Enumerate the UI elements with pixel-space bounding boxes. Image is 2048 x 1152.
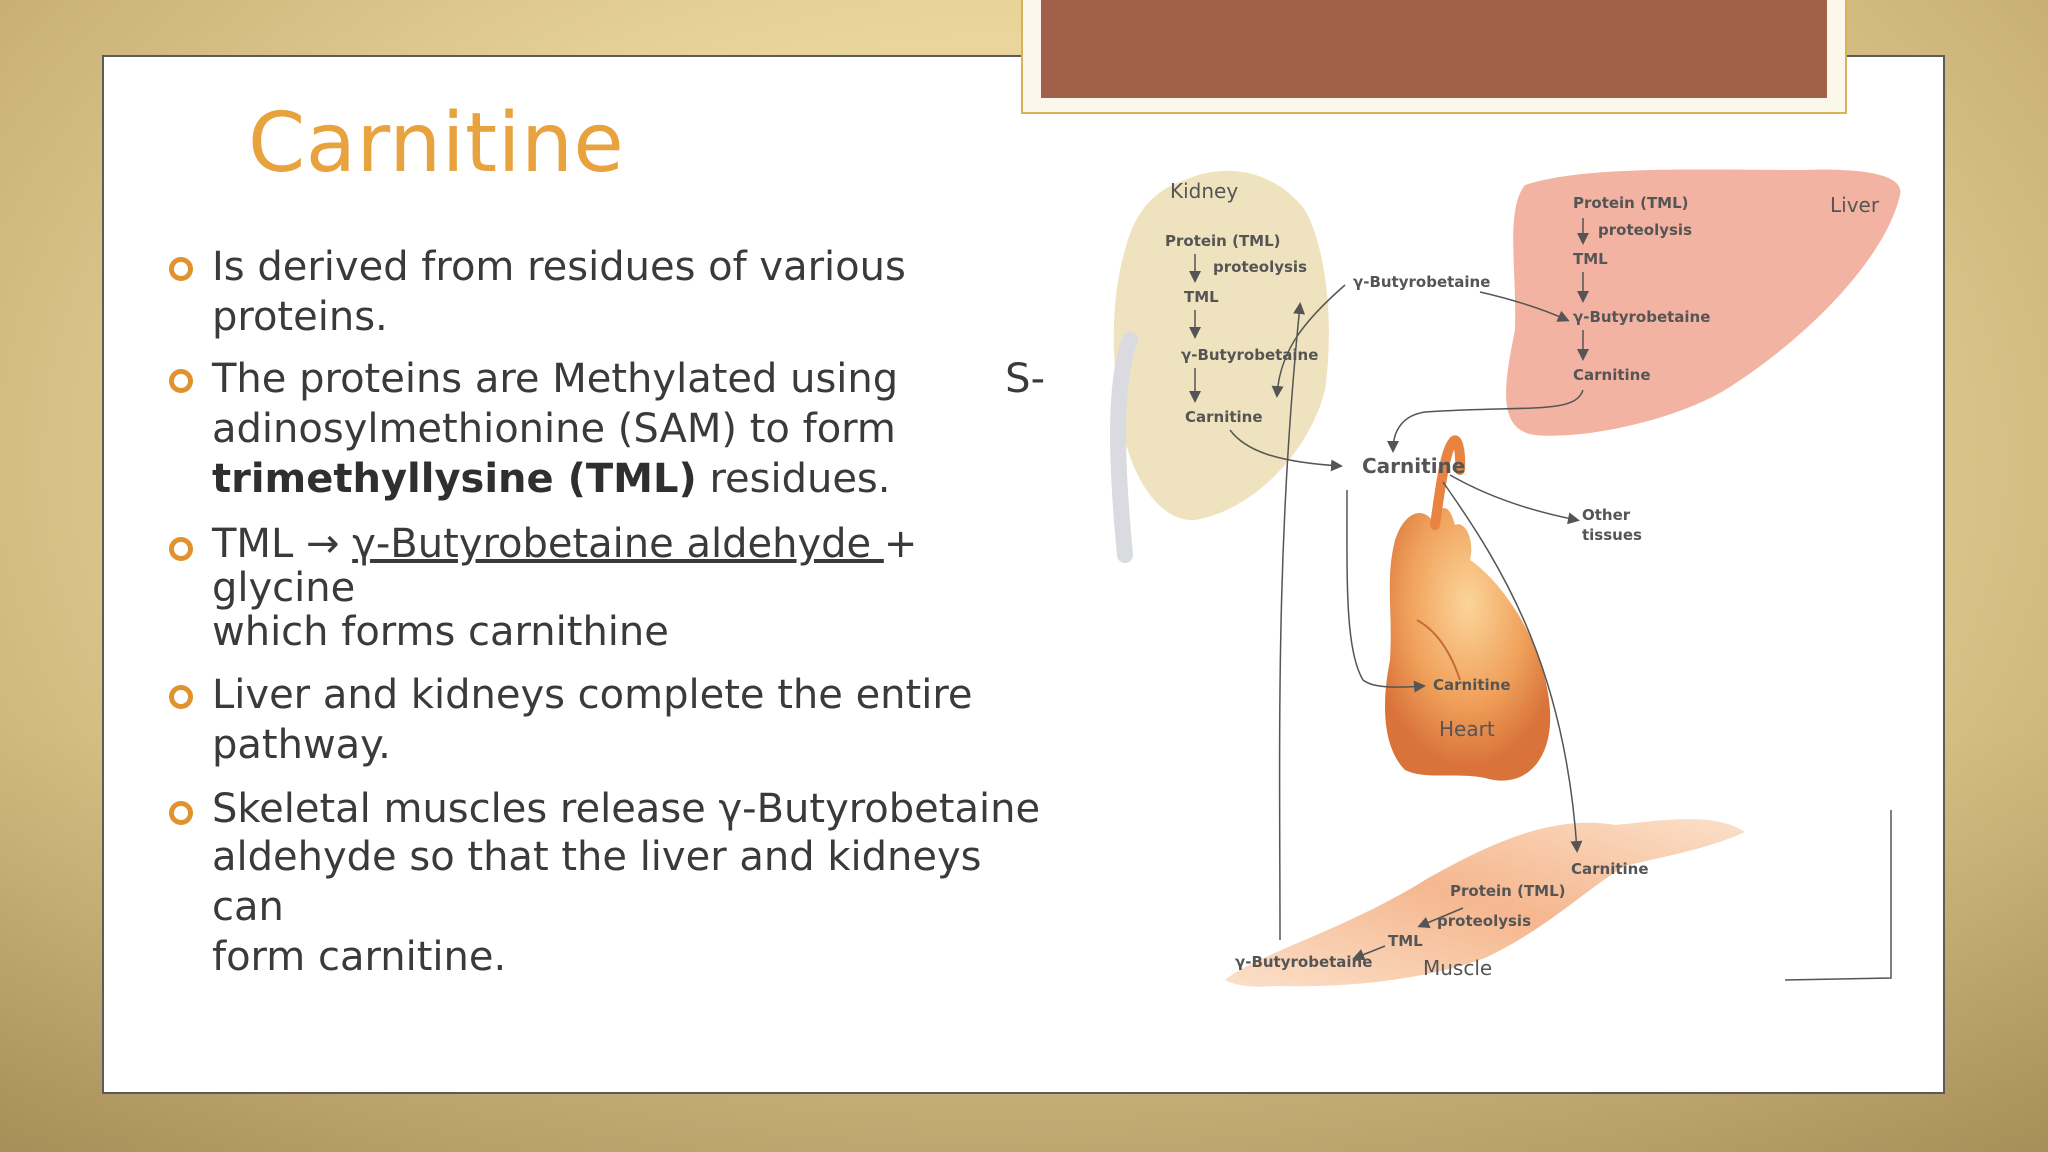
bullet-text: + glycine [212, 521, 918, 611]
bullet-text: residues. [696, 456, 891, 502]
muscle-butyro-label: γ-Butyrobetaine [1235, 953, 1372, 971]
kidney-protein-label: Protein (TML) [1165, 232, 1281, 250]
carnitine-pathway-diagram: Kidney Protein (TML) proteolysis TML γ-B… [1110, 169, 1901, 987]
bullet-text: which forms carnithine [212, 609, 669, 655]
title-accent-box [1021, 0, 1847, 114]
title-accent-fill [1041, 0, 1827, 98]
heart-organ [1385, 435, 1551, 781]
liver-label: Liver [1830, 193, 1880, 217]
bullet-item: Skeletal muscles release γ-Butyrobetaine… [165, 786, 1045, 982]
other-tissues-label-1: Other [1582, 506, 1631, 524]
bullet-ring-icon [169, 685, 193, 709]
bullet-item: TML → γ-Butyrobetaine aldehyde + glycine… [165, 522, 1045, 654]
bullet-text: S- [1005, 356, 1045, 402]
bullet-item: Liver and kidneys complete the entire pa… [165, 670, 1045, 770]
bullet-list: Is derived from residues of various prot… [165, 242, 1045, 994]
kidney-label: Kidney [1170, 179, 1238, 203]
bullet-ring-icon [169, 801, 193, 825]
liver-proteolysis-label: proteolysis [1598, 221, 1692, 239]
liver-tml-label: TML [1573, 250, 1608, 268]
kidney-organ [1110, 170, 1329, 563]
muscle-protein-label: Protein (TML) [1450, 882, 1566, 900]
heart-carnitine-label: Carnitine [1433, 676, 1511, 694]
muscle-carnitine-label: Carnitine [1571, 860, 1649, 878]
bullet-ring-icon [169, 257, 193, 281]
liver-butyro-label: γ-Butyrobetaine [1573, 308, 1710, 326]
kidney-tml-label: TML [1184, 288, 1219, 306]
bullet-text: pathway. [212, 722, 391, 768]
muscle-proteolysis-label: proteolysis [1437, 912, 1531, 930]
kidney-butyro-label: γ-Butyrobetaine [1181, 346, 1318, 364]
kidney-carnitine-label: Carnitine [1185, 408, 1263, 426]
pathway-arrows [1229, 284, 1892, 981]
bullet-text-underlined: γ-Butyrobetaine aldehyde [352, 521, 884, 567]
heart-label: Heart [1439, 717, 1495, 741]
liver-protein-label: Protein (TML) [1573, 194, 1689, 212]
bullet-text: Liver and kidneys complete the entire [212, 672, 973, 718]
bullet-item: The proteins are Methylated using S- adi… [165, 354, 1045, 504]
bullet-text: TML → [212, 521, 353, 567]
bullet-text: form carnitine. [212, 934, 507, 980]
bullet-text: Is derived from residues of various prot… [212, 244, 906, 340]
muscle-tml-label: TML [1388, 932, 1423, 950]
bullet-text: aldehyde so that the liver and kidneys c… [212, 834, 982, 930]
bullet-text: adinosylmethionine (SAM) to form [212, 406, 896, 452]
liver-organ [1506, 169, 1901, 436]
bullet-text-bold: trimethyllysine (TML) [212, 456, 697, 502]
bullet-ring-icon [169, 369, 193, 393]
bullet-text: The proteins are Methylated using [212, 356, 899, 402]
bullet-ring-icon [169, 537, 193, 561]
liver-carnitine-label: Carnitine [1573, 366, 1651, 384]
kidney-proteolysis-label: proteolysis [1213, 258, 1307, 276]
other-tissues-label-2: tissues [1582, 526, 1642, 544]
center-carnitine-label: Carnitine [1362, 454, 1465, 478]
slide-title: Carnitine [248, 96, 625, 191]
muscle-organ [1225, 819, 1745, 987]
bullet-item: Is derived from residues of various prot… [165, 242, 1045, 342]
muscle-label: Muscle [1423, 956, 1492, 980]
center-butyro-label: γ-Butyrobetaine [1353, 273, 1490, 291]
bullet-text: Skeletal muscles release γ-Butyrobetaine [212, 786, 1041, 832]
